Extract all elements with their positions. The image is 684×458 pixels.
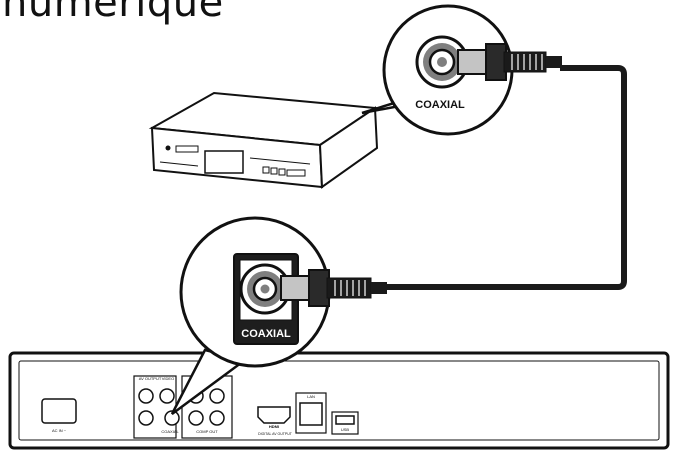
usb-label: USB: [341, 427, 350, 432]
comp-out-jack-2: [209, 388, 225, 404]
lan-port: [299, 402, 323, 426]
av-output-label: AV OUTPUT: [139, 376, 162, 381]
player-rca-plug: [280, 269, 387, 307]
av-out-jack-1: [138, 388, 154, 404]
usb-port: [335, 415, 355, 425]
hdmi-output-label: DIGITAL AV OUTPUT: [258, 432, 293, 436]
comp-out-label: COMP OUT: [196, 429, 218, 434]
panel-coaxial-jack: [164, 410, 180, 426]
comp-out-jack-3: [188, 410, 204, 426]
comp-out-jack-4: [209, 410, 225, 426]
hdmi-port: [257, 406, 291, 424]
audio-receiver-illustration: [148, 91, 379, 189]
lan-label: LAN: [307, 394, 315, 399]
hdmi-logo: HDMI: [269, 424, 279, 429]
player-coaxial-label: COAXIAL: [241, 328, 291, 340]
panel-coaxial-label: COAXIAL: [161, 429, 179, 434]
page-heading: numérique: [2, 0, 224, 26]
ac-in-label: AC IN ~: [52, 428, 67, 433]
coaxial-cable: [385, 65, 627, 290]
receiver-coaxial-label: COAXIAL: [415, 99, 465, 111]
av-out-jack-2: [138, 410, 154, 426]
video-label: VIDEO: [162, 376, 174, 381]
receiver-rca-plug: [457, 43, 562, 81]
ac-in-socket: [41, 398, 77, 424]
player-rear-panel: AC IN ~ AV OUTPUT VIDEO COAXIAL COMP OUT…: [8, 351, 670, 450]
video-jack: [159, 388, 175, 404]
